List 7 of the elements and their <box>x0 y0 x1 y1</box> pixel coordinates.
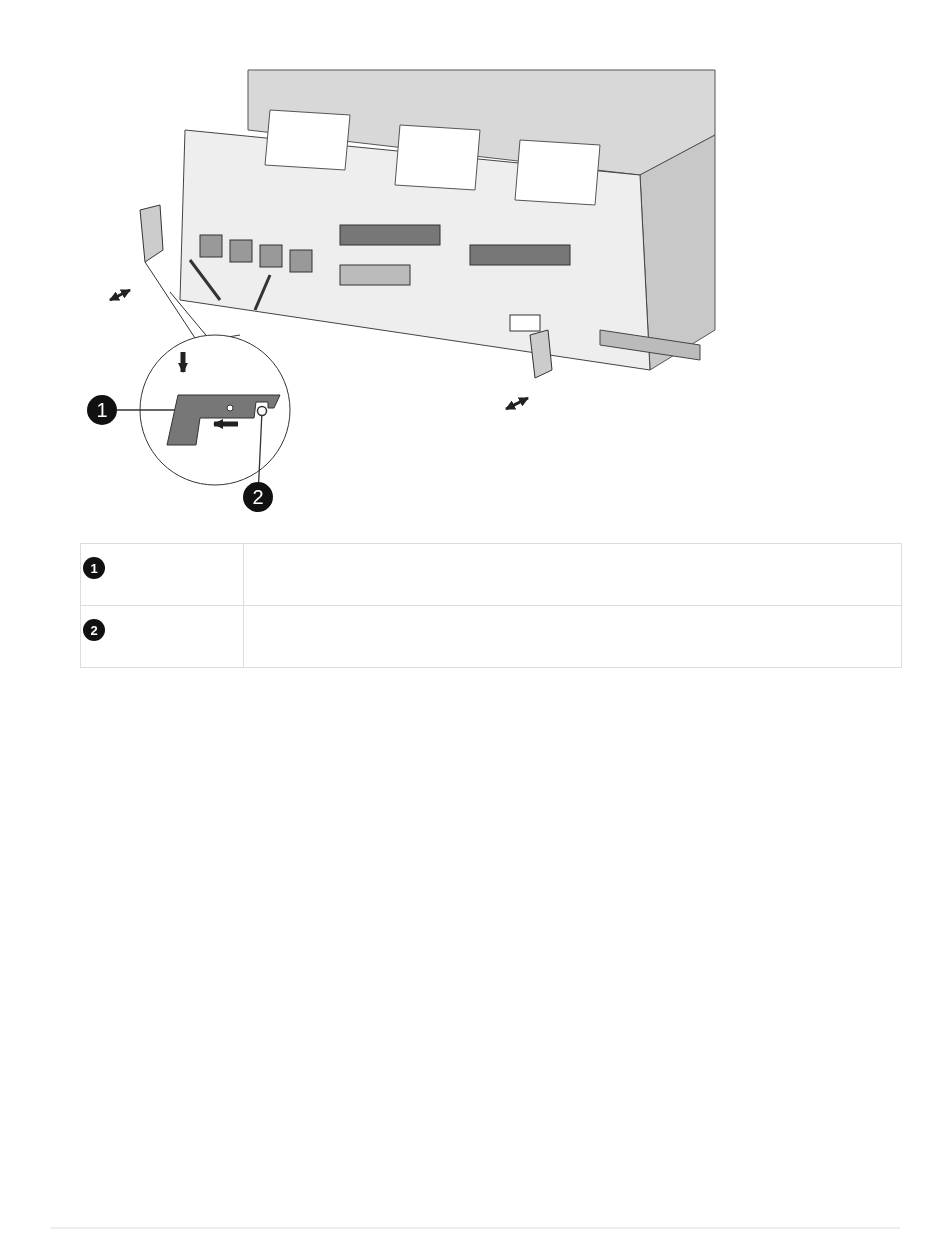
leader-line <box>258 414 263 483</box>
callout-number: 1 <box>83 557 105 579</box>
callout-number: 2 <box>243 482 273 512</box>
callout-number: 1 <box>87 395 117 425</box>
locking-latch <box>166 394 281 446</box>
callout-number: 2 <box>83 619 105 641</box>
pin <box>256 405 268 417</box>
